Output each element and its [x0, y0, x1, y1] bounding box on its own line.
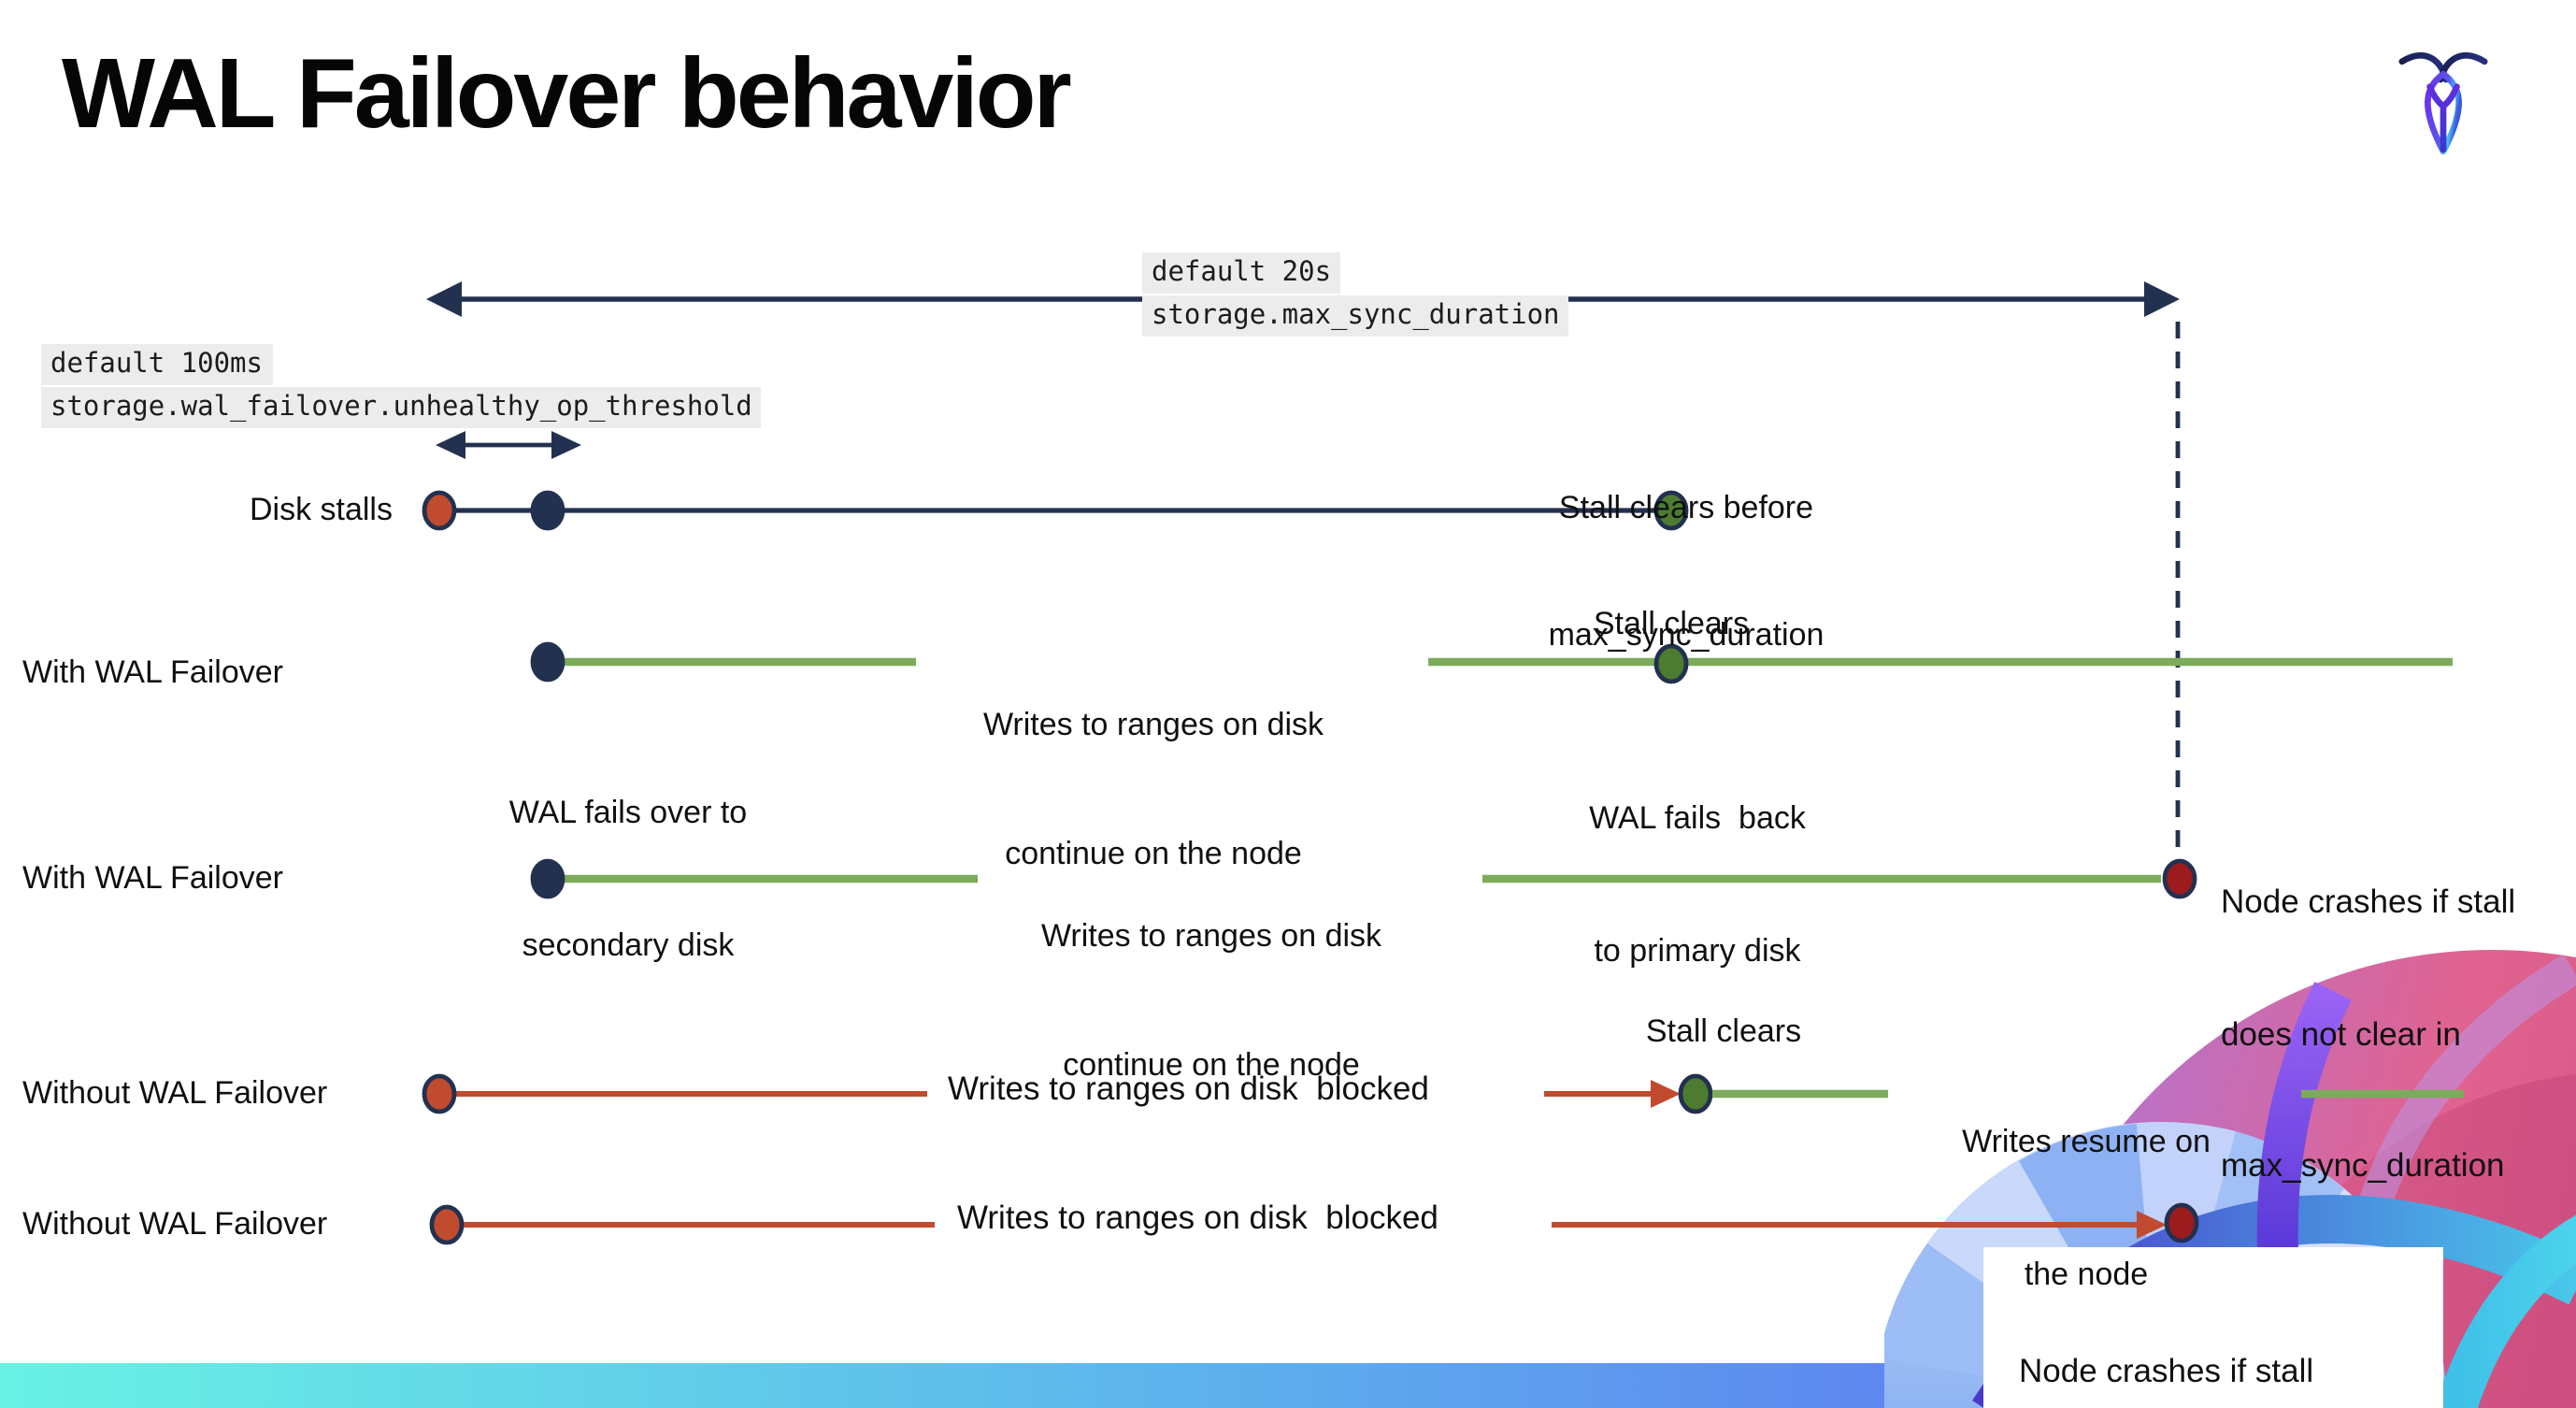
row3-node-crash-dot — [2162, 858, 2197, 899]
row1-threshold-dot — [530, 490, 565, 531]
writes-continue-annotation: Writes to ranges on disk continue on the… — [1040, 918, 1382, 1083]
row-label-disk-stalls: Disk stalls — [249, 492, 393, 527]
row5-stall-start-dot — [429, 1204, 465, 1245]
node-crashes-annotation: Node crashes if stall does not clear in … — [2221, 883, 2516, 1184]
max-sync-duration-setting-label: default 20s storage.max_sync_duration — [1142, 252, 1569, 338]
arrow-head-left-icon — [436, 431, 465, 459]
wal-fails-back-annotation: WAL fails back to primary disk — [1589, 800, 1806, 968]
row-label-without-wal-failover: Without WAL Failover — [22, 1206, 328, 1242]
writes-blocked-annotation: Writes to ranges on disk blocked — [957, 1199, 1438, 1236]
setting-name: storage.wal_failover.unhealthy_op_thresh… — [41, 387, 762, 428]
row-label-with-wal-failover: With WAL Failover — [22, 654, 283, 690]
setting-name: storage.max_sync_duration — [1142, 295, 1569, 337]
setting-default-value: default 100ms — [41, 344, 272, 385]
row4-stall-clears-dot — [1678, 1073, 1713, 1114]
unhealthy-op-threshold-setting-label: default 100ms storage.wal_failover.unhea… — [41, 344, 762, 430]
row1-stall-start-dot — [422, 490, 457, 531]
row-label-without-wal-failover: Without WAL Failover — [22, 1075, 328, 1111]
red-arrow-head-icon — [1651, 1080, 1681, 1108]
writes-blocked-annotation: Writes to ranges on disk blocked — [948, 1070, 1429, 1107]
row2-failover-dot — [530, 641, 565, 682]
arrow-head-right-icon — [551, 431, 581, 459]
cockroachdb-logo-icon — [2398, 51, 2488, 155]
wal-fails-over-annotation: WAL fails over to secondary disk — [508, 795, 748, 962]
setting-default-value: default 20s — [1142, 252, 1341, 294]
arrow-head-left-icon — [426, 281, 462, 317]
art-cyan-arc — [2434, 1214, 2576, 1408]
writes-resume-annotation: Writes resume on the node — [1962, 1124, 2211, 1291]
row4-stall-start-dot — [422, 1073, 457, 1114]
stall-clears-annotation: Stall clears — [1593, 606, 1750, 641]
row-label-with-wal-failover: With WAL Failover — [22, 860, 283, 896]
stall-clears-annotation: Stall clears — [1645, 1013, 1802, 1049]
writes-continue-annotation: Writes to ranges on disk continue on the… — [982, 707, 1324, 871]
node-crashes-annotation: Node crashes if stall does not clear in … — [2019, 1352, 2314, 1389]
page-title: WAL Failover behavior — [62, 39, 1072, 150]
crash-callout-box — [1983, 1247, 2443, 1408]
stall-clears-before-annotation: Stall clears before max_sync_duration — [1548, 490, 1825, 652]
arrow-head-right-icon — [2144, 281, 2180, 317]
